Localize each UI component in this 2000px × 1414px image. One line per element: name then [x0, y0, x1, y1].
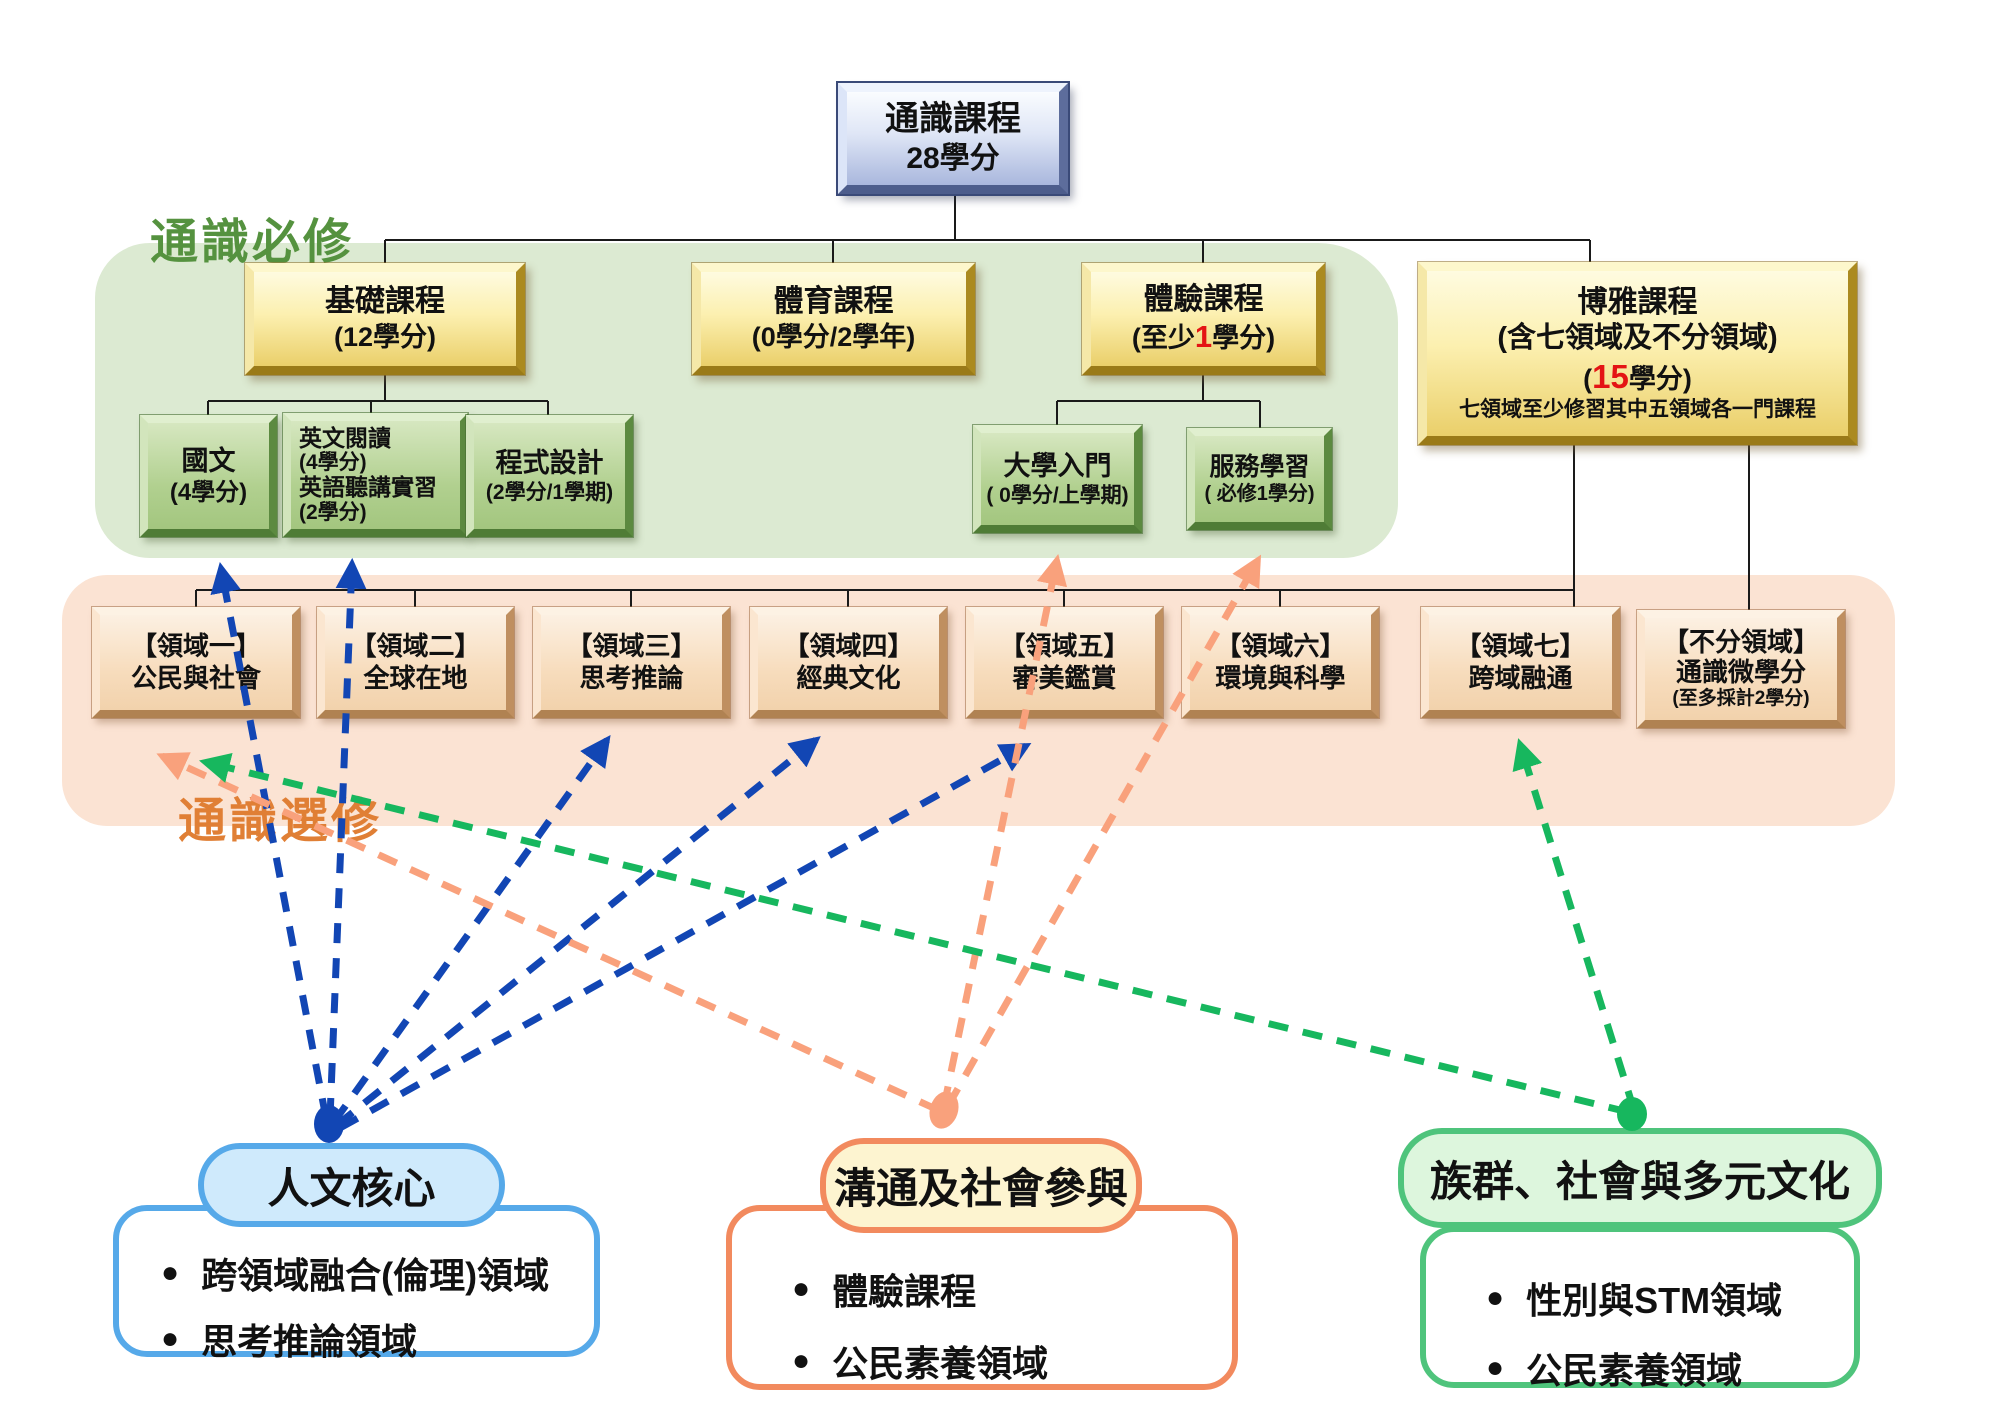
communication-items: ●體驗課程 ●公民素養領域: [792, 1263, 1232, 1387]
course-box-chinese: 國文 (4學分): [140, 415, 277, 537]
experience-credits: (至少1學分): [1131, 319, 1276, 355]
basic-credits: (12學分): [333, 321, 436, 352]
programming-title: 程式設計: [495, 447, 604, 478]
bullet-dot: ●: [1486, 1281, 1505, 1314]
list-item: ●跨領域融合(倫理)領域: [161, 1255, 550, 1296]
bullet-dot: ●: [161, 1322, 180, 1355]
boya-credits: (15學分): [1583, 357, 1692, 395]
list-item: ●思考推論領域: [161, 1321, 418, 1362]
category-box-experience-courses: 體驗課程 (至少1學分): [1082, 263, 1325, 375]
course-box-english: 英文閱讀 (4學分) 英語聽講實習 (2學分): [283, 413, 468, 537]
root-box-general-education: 通識課程 28學分: [838, 83, 1068, 194]
domain-box-5-aesthetics: 【領域五】 審美鑑賞: [966, 607, 1163, 718]
domain-box-4-classic-culture: 【領域四】 經典文化: [750, 607, 947, 718]
programming-credits: (2學分/1學期): [485, 480, 614, 504]
english-reading-credits: (4學分): [299, 451, 367, 475]
program-body-communication-participation: ●體驗課程 ●公民素養領域: [726, 1205, 1238, 1390]
chinese-credits: (4學分): [169, 478, 248, 506]
boya-title: 博雅課程: [1577, 285, 1698, 319]
domain-box-3-thinking-reasoning: 【領域三】 思考推論: [533, 607, 730, 718]
intro-credits: ( 0學分/上學期): [986, 483, 1129, 507]
bullet-dot: ●: [1486, 1351, 1505, 1384]
domain-box-2-global-local: 【領域二】 全球在地: [317, 607, 514, 718]
humanities-core-items: ●跨領域融合(倫理)領域 ●思考推論領域: [161, 1247, 594, 1365]
english-listening-title: 英語聽講實習: [299, 474, 437, 500]
pe-title: 體育課程: [773, 285, 894, 319]
english-listening-credits: (2學分): [299, 500, 367, 524]
course-box-service-learning: 服務學習 ( 必修1學分): [1187, 428, 1332, 530]
domain-box-undivided-microcredits: 【不分領域】 通識微學分 (至多採計2學分): [1637, 610, 1845, 728]
bullet-dot: ●: [161, 1256, 180, 1289]
multiculture-items: ●性別與STM領域 ●公民素養領域: [1486, 1272, 1854, 1394]
orange-origin-dot: [929, 1091, 959, 1129]
elective-section-label: 通識選修: [178, 795, 383, 848]
pe-credits: (0學分/2學年): [751, 321, 916, 352]
program-title-humanities-core: 人文核心: [198, 1143, 505, 1227]
blue-origin-dot: [314, 1105, 344, 1143]
category-box-physical-education: 體育課程 (0學分/2學年): [692, 263, 975, 375]
chinese-title: 國文: [181, 445, 236, 476]
domain-box-1-civic-society: 【領域一】 公民與社會: [92, 607, 300, 718]
category-box-basic-courses: 基礎課程 (12學分): [245, 263, 525, 375]
program-body-ethnicity-multiculture: ●性別與STM領域 ●公民素養領域: [1420, 1226, 1860, 1391]
course-box-university-intro: 大學入門 ( 0學分/上學期): [973, 425, 1142, 533]
intro-title: 大學入門: [1003, 450, 1112, 481]
category-box-liberal-arts: 博雅課程 (含七領域及不分領域) (15學分) 七領域至少修習其中五領域各一門課…: [1418, 262, 1857, 445]
bullet-dot: ●: [792, 1344, 811, 1377]
program-body-humanities-core: ●跨領域融合(倫理)領域 ●思考推論領域: [113, 1205, 600, 1362]
basic-title: 基礎課程: [325, 285, 445, 319]
list-item: ●公民素養領域: [1486, 1350, 1743, 1391]
root-credits: 28學分: [906, 141, 1000, 175]
program-title-ethnicity-multiculture: 族群、社會與多元文化: [1398, 1128, 1882, 1228]
experience-title: 體驗課程: [1143, 282, 1264, 316]
course-box-programming: 程式設計 (2學分/1學期): [466, 415, 633, 537]
root-title: 通識課程: [885, 100, 1021, 139]
list-item: ●體驗課程: [792, 1271, 977, 1312]
boya-subtitle: (含七領域及不分領域): [1497, 322, 1778, 355]
list-item: ●公民素養領域: [792, 1343, 1049, 1384]
domain-box-7-interdisciplinary: 【領域七】 跨域融通: [1421, 607, 1620, 718]
bullet-dot: ●: [792, 1272, 811, 1305]
required-section-label: 通識必修: [150, 216, 355, 269]
program-title-communication-participation: 溝通及社會參與: [820, 1138, 1142, 1233]
service-credits: ( 必修1學分): [1204, 483, 1315, 506]
green-origin-dot: [1617, 1097, 1647, 1131]
domain-box-6-environment-science: 【領域六】 環境與科學: [1182, 607, 1379, 718]
english-reading-title: 英文閱讀: [299, 424, 391, 451]
boya-note: 七領域至少修習其中五領域各一門課程: [1459, 397, 1816, 421]
service-title: 服務學習: [1209, 452, 1310, 481]
list-item: ●性別與STM領域: [1486, 1280, 1783, 1321]
